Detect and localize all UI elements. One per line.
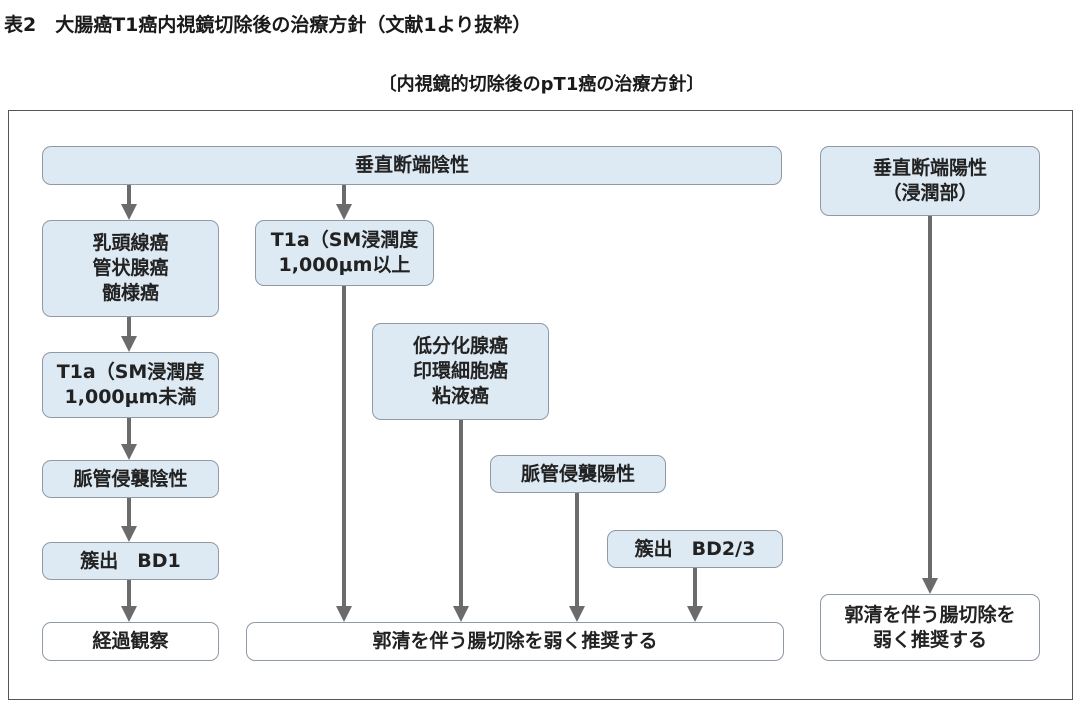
node-line: 簇出 BD1 [80, 549, 181, 572]
node-line: 脈管侵襲陽性 [520, 462, 635, 485]
node-line: 郭清を伴う腸切除を [844, 603, 1016, 626]
node-vertical-margin-negative: 垂直断端陰性 [42, 146, 782, 185]
node-sm-invasion-shallow: T1a（SM浸潤度 1,000μm未満 [42, 352, 219, 418]
diagram-frame [8, 110, 1073, 700]
node-favorable-histology: 乳頭線癌 管状腺癌 髄様癌 [42, 220, 219, 317]
node-observation: 経過観察 [42, 622, 219, 661]
node-surgery-recommended: 郭清を伴う腸切除を弱く推奨する [246, 622, 784, 661]
node-sm-invasion-deep: T1a（SM浸潤度 1,000μm以上 [255, 220, 434, 286]
diagram-subtitle: 〔内視鏡的切除後のpT1癌の治療方針〕 [378, 74, 705, 95]
node-line: 郭清を伴う腸切除を弱く推奨する [372, 630, 658, 653]
node-line: T1a（SM浸潤度 [56, 361, 205, 384]
node-line: 脈管侵襲陰性 [73, 467, 188, 490]
node-line: 1,000μm以上 [278, 254, 411, 276]
node-line: 垂直断端陰性 [354, 154, 469, 177]
node-line: 簇出 BD2/3 [634, 537, 756, 560]
node-line: （浸潤部） [882, 182, 978, 204]
node-line: 髄様癌 [101, 281, 159, 304]
node-lymphovascular-negative: 脈管侵襲陰性 [42, 460, 219, 498]
node-line: 印環細胞癌 [412, 360, 508, 383]
node-line: T1a（SM浸潤度 [270, 229, 419, 252]
node-line: 乳頭線癌 [92, 232, 169, 255]
node-budding-bd23: 簇出 BD2/3 [607, 530, 783, 568]
node-line: 垂直断端陽性 [872, 157, 987, 180]
node-surgery-recommended-right: 郭清を伴う腸切除を 弱く推奨する [820, 594, 1040, 661]
node-line: 管状腺癌 [92, 257, 169, 280]
node-lymphovascular-positive: 脈管侵襲陽性 [490, 455, 666, 493]
node-line: 粘液癌 [431, 384, 489, 407]
node-unfavorable-histology: 低分化腺癌 印環細胞癌 粘液癌 [372, 323, 549, 420]
table-title: 表2 大腸癌T1癌内視鏡切除後の治療方針（文献1より抜粋） [4, 14, 532, 36]
node-budding-bd1: 簇出 BD1 [42, 542, 219, 580]
node-vertical-margin-positive: 垂直断端陽性 （浸潤部） [820, 146, 1040, 216]
node-line: 低分化腺癌 [412, 335, 508, 358]
node-line: 経過観察 [92, 630, 169, 653]
node-line: 1,000μm未満 [64, 386, 197, 408]
node-line: 弱く推奨する [872, 628, 987, 651]
